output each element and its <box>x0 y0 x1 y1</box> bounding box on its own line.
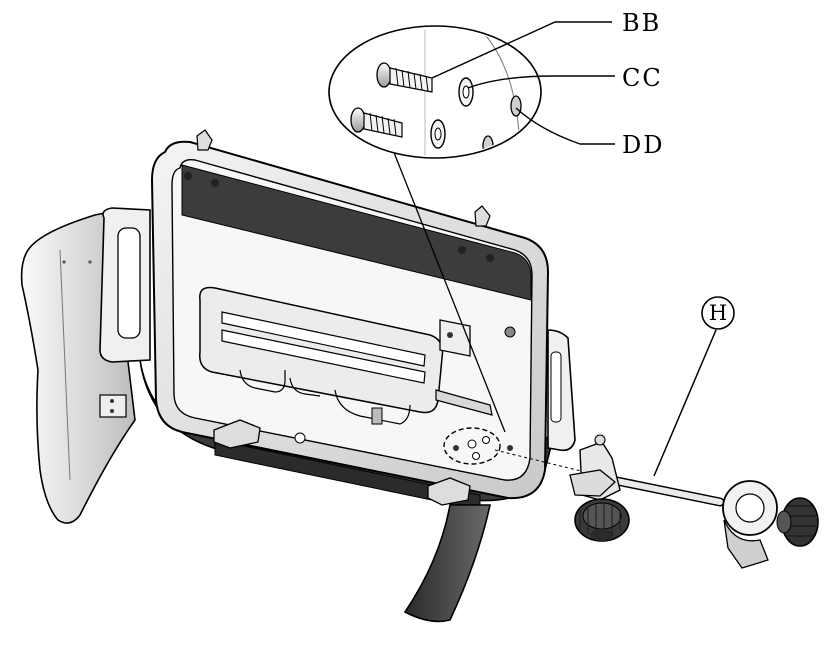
reference-h-label: H <box>709 301 727 325</box>
callout-leaders <box>431 21 615 145</box>
regulator-assembly <box>569 434 819 569</box>
lid-latches <box>213 407 471 506</box>
right-handle <box>547 329 576 452</box>
burner-tube <box>199 286 493 444</box>
detail-leader-line <box>392 149 506 433</box>
callout-dd-label: DD <box>622 131 664 159</box>
left-handle <box>99 207 151 363</box>
callout-cc-label: CC <box>622 64 663 92</box>
callout-bb-label: BB <box>622 9 661 37</box>
screw-bb <box>376 62 433 93</box>
detail-circle-small <box>443 427 513 465</box>
detail-zoom-circle <box>328 25 542 159</box>
front-leg <box>403 504 491 623</box>
reference-h: H <box>653 296 735 477</box>
washer-cc <box>430 77 474 149</box>
valve-bracket <box>439 319 516 357</box>
screw-bb-second <box>350 107 403 138</box>
